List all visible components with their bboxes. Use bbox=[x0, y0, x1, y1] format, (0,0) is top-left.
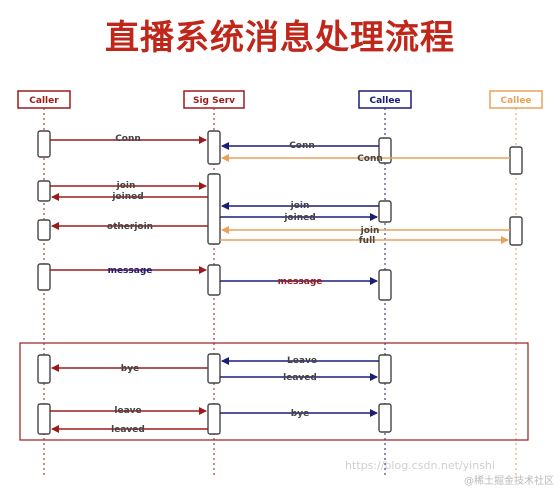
message-joined-callee: joined bbox=[220, 213, 378, 223]
activation-caller-5 bbox=[37, 354, 51, 384]
svg-text:message: message bbox=[278, 277, 323, 287]
watermark-url: https://blog.csdn.net/yinshi bbox=[345, 459, 495, 472]
svg-text:Conn: Conn bbox=[357, 154, 383, 164]
message-leave-callee: Leave bbox=[221, 356, 379, 366]
activation-callee2-2 bbox=[509, 216, 523, 246]
actor-sigserv: Sig Serv bbox=[183, 90, 245, 109]
message-bye-callee: bye bbox=[220, 409, 378, 419]
actor-callee: Callee bbox=[358, 90, 412, 109]
svg-text:Conn: Conn bbox=[115, 134, 141, 144]
message-message-callee: message bbox=[220, 277, 378, 287]
svg-text:Conn: Conn bbox=[289, 141, 315, 151]
activation-caller-3 bbox=[37, 219, 51, 241]
activation-caller-6 bbox=[37, 403, 51, 435]
activation-sigserv-2 bbox=[207, 173, 221, 245]
activation-callee-5 bbox=[378, 403, 392, 433]
message-join-callee2: join bbox=[221, 226, 510, 236]
svg-text:message: message bbox=[108, 266, 153, 276]
activation-caller-1 bbox=[37, 130, 51, 158]
actor-sigserv-label: Sig Serv bbox=[193, 96, 235, 106]
activation-sigserv-1 bbox=[207, 130, 221, 165]
actor-callee-label: Callee bbox=[369, 96, 400, 106]
svg-text:leave: leave bbox=[114, 406, 141, 416]
actor-caller: Caller bbox=[17, 90, 71, 109]
svg-text:Leave: Leave bbox=[287, 356, 317, 366]
activation-sigserv-3 bbox=[207, 264, 221, 296]
message-conn-callee2: Conn bbox=[221, 154, 510, 164]
svg-text:join: join bbox=[116, 181, 136, 191]
message-bye-caller: bye bbox=[51, 364, 208, 374]
message-leaved-caller: leaved bbox=[51, 425, 208, 435]
diagram-title: 直播系统消息处理流程 bbox=[105, 18, 455, 58]
activation-callee-3 bbox=[378, 269, 392, 301]
svg-text:join: join bbox=[290, 201, 310, 211]
message-join-caller: join bbox=[50, 181, 207, 191]
message-leave-caller: leave bbox=[50, 406, 207, 416]
svg-text:joined: joined bbox=[111, 192, 143, 202]
message-joined-caller: joined bbox=[51, 192, 208, 202]
actor-callee2: Callee bbox=[489, 90, 543, 109]
message-full: full bbox=[220, 236, 509, 246]
svg-text:leaved: leaved bbox=[111, 425, 145, 435]
activation-callee-1 bbox=[378, 137, 392, 164]
activation-sigserv-5 bbox=[207, 403, 221, 435]
actor-caller-label: Caller bbox=[29, 96, 59, 106]
message-leaved-callee: leaved bbox=[220, 373, 378, 383]
svg-text:leaved: leaved bbox=[283, 373, 317, 383]
svg-text:joined: joined bbox=[283, 213, 315, 223]
activation-sigserv-4 bbox=[207, 353, 221, 384]
activation-caller-2 bbox=[37, 180, 51, 202]
actor-callee2-label: Callee bbox=[500, 96, 531, 106]
svg-text:otherjoin: otherjoin bbox=[107, 222, 153, 232]
message-conn-callee: Conn bbox=[221, 141, 379, 151]
svg-text:join: join bbox=[360, 226, 380, 236]
svg-text:full: full bbox=[359, 236, 376, 246]
activation-callee-4 bbox=[378, 354, 392, 384]
message-otherjoin: otherjoin bbox=[51, 222, 208, 232]
message-conn-caller: Conn bbox=[50, 134, 207, 144]
svg-text:bye: bye bbox=[291, 409, 309, 419]
group-frame bbox=[19, 342, 529, 441]
svg-text:bye: bye bbox=[121, 364, 139, 374]
message-message-caller: message bbox=[50, 266, 207, 276]
activation-callee2-1 bbox=[509, 146, 523, 175]
watermark-brand: @稀土掘金技术社区 bbox=[464, 476, 554, 487]
activation-caller-4 bbox=[37, 263, 51, 291]
message-join-callee: join bbox=[221, 201, 379, 211]
activation-callee-2 bbox=[378, 200, 392, 223]
